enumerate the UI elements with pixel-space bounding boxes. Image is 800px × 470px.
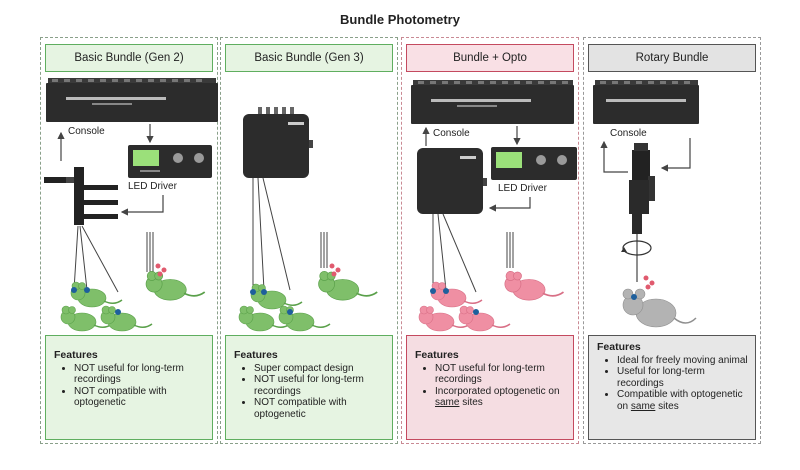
panel-basic-gen3: Basic Bundle (Gen 3) Features Super comp… xyxy=(220,37,398,444)
fiber-line xyxy=(432,213,477,293)
opto-light-icon xyxy=(155,263,167,277)
led-driver-label: LED Driver xyxy=(128,181,177,192)
features-list: NOT useful for long-term recordings Inco… xyxy=(415,363,567,409)
panel-header: Rotary Bundle xyxy=(588,44,756,72)
console-device xyxy=(411,80,574,124)
led-driver-device xyxy=(491,147,577,180)
feature-item: Ideal for freely moving animal xyxy=(617,355,749,367)
feature-item: NOT compatible with optogenetic xyxy=(74,386,206,409)
features-box: Features NOT useful for long-term record… xyxy=(45,335,213,440)
features-box: Features NOT useful for long-term record… xyxy=(406,335,574,440)
bundle-fiber-assembly xyxy=(44,167,118,225)
fiber-line xyxy=(252,177,291,291)
panel-bundle-opto: Bundle + Opto Features NOT useful for lo… xyxy=(401,37,579,444)
fiber-line xyxy=(506,232,514,268)
features-list: Super compact design NOT useful for long… xyxy=(234,363,386,421)
opto-light-icon xyxy=(643,275,655,290)
arrow-icon xyxy=(488,197,531,212)
features-title: Features xyxy=(234,349,278,361)
features-list: Ideal for freely moving animal Useful fo… xyxy=(597,355,749,413)
rotary-joint-device xyxy=(629,143,655,234)
feature-item: Incorporated optogenetic on same sites xyxy=(435,386,567,409)
features-list: NOT useful for long-term recordings NOT … xyxy=(54,363,206,409)
panel-header: Basic Bundle (Gen 2) xyxy=(45,44,213,72)
diagram-title: Bundle Photometry xyxy=(340,12,460,27)
fiber-line xyxy=(320,232,328,268)
feature-item: NOT compatible with optogenetic xyxy=(254,397,386,420)
console-device xyxy=(593,80,699,124)
feature-item: Compatible with optogenetic on same site… xyxy=(617,389,749,412)
panel-basic-gen2: Basic Bundle (Gen 2) Features NOT useful… xyxy=(40,37,218,444)
rotation-arrow-icon xyxy=(621,247,627,252)
panel-header: Bundle + Opto xyxy=(406,44,574,72)
mouse-icon xyxy=(622,288,697,328)
fiber-line xyxy=(146,232,154,272)
led-driver-label: LED Driver xyxy=(498,183,547,194)
led-driver-device xyxy=(128,145,212,178)
arrow-icon xyxy=(120,195,164,216)
console-label: Console xyxy=(433,128,470,139)
panel-header: Basic Bundle (Gen 3) xyxy=(225,44,393,72)
console-device xyxy=(46,78,218,122)
features-box: Features Super compact design NOT useful… xyxy=(225,335,393,440)
fiber-line xyxy=(73,225,119,293)
compact-console-device xyxy=(417,148,487,214)
mouse-icon xyxy=(145,270,206,302)
feature-item: Useful for long-term recordings xyxy=(617,366,749,389)
features-title: Features xyxy=(54,349,98,361)
features-title: Features xyxy=(415,349,459,361)
features-title: Features xyxy=(597,341,641,353)
arrow-icon xyxy=(660,138,691,172)
rotation-arrow-icon xyxy=(622,240,652,256)
mouse-icon xyxy=(503,270,565,302)
console-label: Console xyxy=(68,126,105,137)
panel-rotary-bundle: Rotary Bundle Features Ideal for freely … xyxy=(583,37,761,444)
console-label: Console xyxy=(610,128,647,139)
mouse-icon xyxy=(317,270,379,302)
arrow-icon xyxy=(600,140,628,173)
feature-item: NOT useful for long-term recordings xyxy=(74,363,206,386)
opto-light-icon xyxy=(329,263,341,277)
feature-item: NOT useful for long-term recordings xyxy=(435,363,567,386)
feature-item: NOT useful for long-term recordings xyxy=(254,374,386,397)
feature-item: Super compact design xyxy=(254,363,386,375)
features-box: Features Ideal for freely moving animal … xyxy=(588,335,756,440)
compact-console-device xyxy=(243,107,313,178)
